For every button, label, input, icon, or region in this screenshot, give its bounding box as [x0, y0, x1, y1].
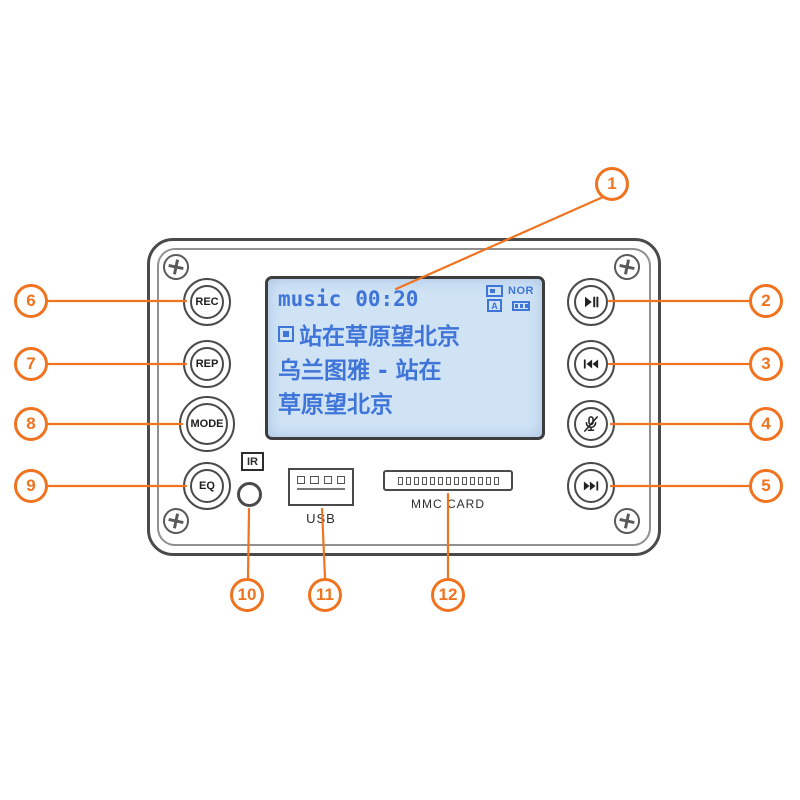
mode-button[interactable]: MODE: [179, 396, 235, 452]
lcd-status-row: music 00:20: [278, 287, 418, 311]
callout-4: 4: [749, 407, 783, 441]
lcd-time: 00:20: [355, 287, 419, 311]
eq-button-label: EQ: [190, 469, 224, 503]
usb-pins: [297, 476, 345, 490]
callout-2: 2: [749, 284, 783, 318]
lcd-display: music 00:20 NOR A 站在草原望北京 乌兰图雅 - 站在 草原望北…: [265, 276, 545, 440]
ir-label: IR: [241, 452, 264, 471]
mic-mute-button[interactable]: [567, 400, 615, 448]
play-pause-button[interactable]: [567, 278, 615, 326]
rep-button[interactable]: REP: [183, 340, 231, 388]
usb-label: USB: [306, 511, 336, 526]
eq-button[interactable]: EQ: [183, 462, 231, 510]
lcd-track-title: 站在草原望北京: [299, 324, 460, 350]
lcd-badges: NOR A: [486, 285, 534, 312]
callout-10: 10: [230, 578, 264, 612]
lcd-title-line: 草原望北京: [278, 392, 393, 418]
track-icon: [278, 326, 294, 342]
usb-port[interactable]: [288, 468, 354, 506]
callout-11: 11: [308, 578, 342, 612]
callout-3: 3: [749, 347, 783, 381]
lcd-source-label: music: [278, 287, 342, 311]
mic-mute-icon: [574, 407, 608, 441]
callout-1: 1: [595, 167, 629, 201]
spectrum-icon: [512, 300, 531, 311]
mmc-card-label: MMC CARD: [411, 497, 485, 511]
play-pause-icon: [574, 285, 608, 319]
lcd-artist-line: 乌兰图雅 - 站在: [278, 358, 442, 384]
mmc-card-slot[interactable]: [383, 470, 513, 491]
folder-icon: [486, 285, 504, 297]
callout-6: 6: [14, 284, 48, 318]
callout-8: 8: [14, 407, 48, 441]
previous-button[interactable]: [567, 340, 615, 388]
callout-12: 12: [431, 578, 465, 612]
rep-button-label: REP: [190, 347, 224, 381]
next-button[interactable]: [567, 462, 615, 510]
callout-9: 9: [14, 469, 48, 503]
rec-button[interactable]: REC: [183, 278, 231, 326]
mode-button-label: MODE: [186, 403, 228, 445]
lcd-track-line: 站在草原望北京: [278, 317, 460, 351]
repeat-a-badge: A: [487, 299, 503, 312]
previous-track-icon: [574, 347, 608, 381]
callout-7: 7: [14, 347, 48, 381]
eq-mode-badge: NOR: [508, 285, 534, 297]
callout-5: 5: [749, 469, 783, 503]
next-track-icon: [574, 469, 608, 503]
ir-receiver: [237, 482, 262, 507]
rec-button-label: REC: [190, 285, 224, 319]
